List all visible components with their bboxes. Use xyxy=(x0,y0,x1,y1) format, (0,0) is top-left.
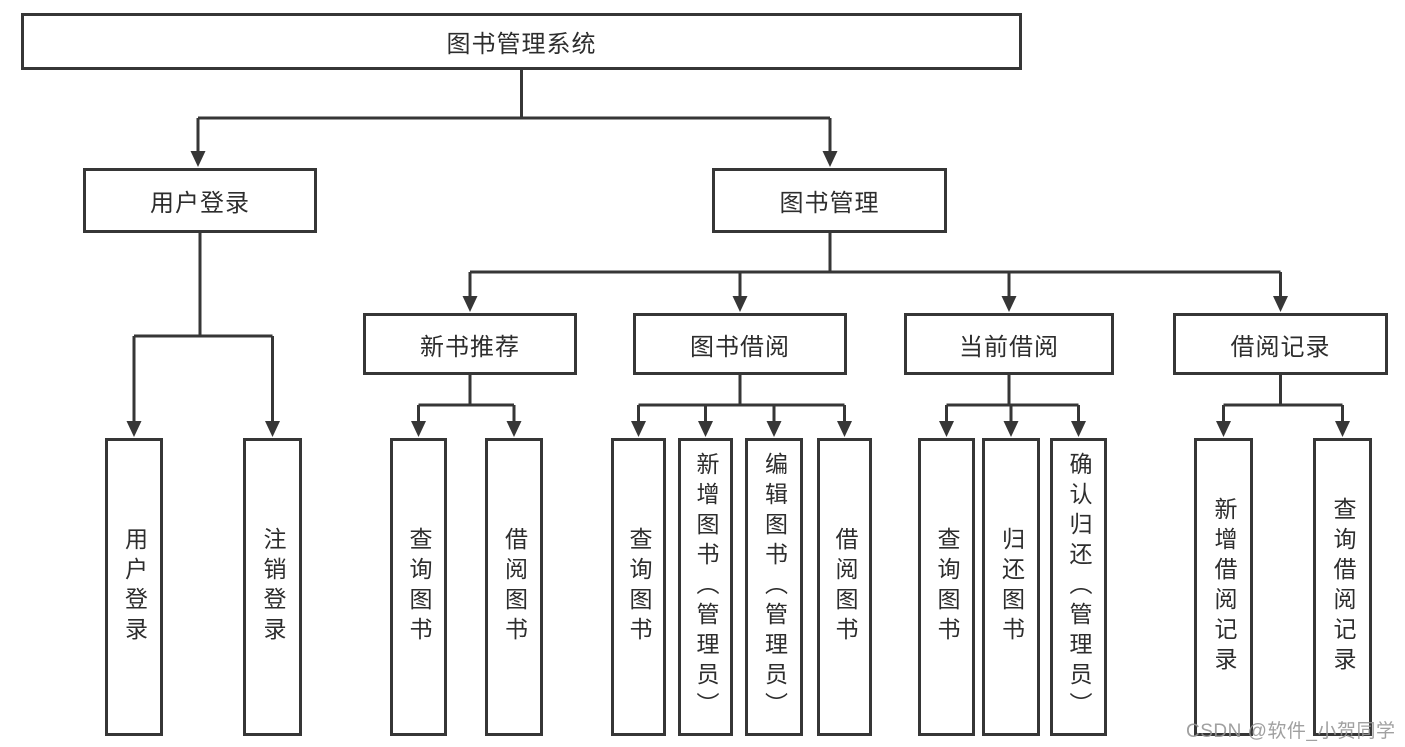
leaf-label: 用户登录 xyxy=(121,527,148,647)
leaf-logout: 注销登录 xyxy=(243,438,302,736)
node-book-borrowing: 图书借阅 xyxy=(633,313,847,375)
node-label: 借阅记录 xyxy=(1230,333,1331,361)
leaf-label: 注销登录 xyxy=(260,527,286,647)
leaf-label: 查询借阅记录 xyxy=(1330,497,1356,677)
leaf-label: 归还图书 xyxy=(998,527,1025,647)
leaf-label: 查询图书 xyxy=(934,527,960,647)
leaf-search-books-current: 查询图书 xyxy=(918,438,975,736)
leaf-search-books-borrowing: 查询图书 xyxy=(611,438,666,736)
leaf-add-books-admin: 新增图书（管理员） xyxy=(678,438,733,736)
leaf-label: 新增借阅记录 xyxy=(1211,497,1237,677)
node-borrowing-records: 借阅记录 xyxy=(1173,313,1388,375)
leaf-label: 新增图书（管理员） xyxy=(693,452,719,722)
leaf-confirm-return-admin: 确认归还（管理员） xyxy=(1050,438,1107,736)
leaf-label: 查询图书 xyxy=(626,527,652,647)
leaf-edit-books-admin: 编辑图书（管理员） xyxy=(745,438,803,736)
node-current-borrowing: 当前借阅 xyxy=(904,313,1114,375)
node-label: 用户登录 xyxy=(150,190,250,217)
node-label: 当前借阅 xyxy=(959,333,1059,361)
root-node-library-system: 图书管理系统 xyxy=(21,13,1022,70)
leaf-user-login: 用户登录 xyxy=(105,438,163,736)
node-label: 图书管理 xyxy=(779,190,880,217)
csdn-watermark: CSDN @软件_小贺同学 xyxy=(1186,721,1396,742)
node-label: 图书借阅 xyxy=(690,333,790,361)
leaf-label: 借阅图书 xyxy=(501,527,528,647)
leaf-label: 编辑图书（管理员） xyxy=(761,452,788,722)
leaf-add-borrow-record: 新增借阅记录 xyxy=(1194,438,1253,736)
root-node-label: 图书管理系统 xyxy=(446,31,597,58)
node-label: 新书推荐 xyxy=(420,333,520,361)
leaf-borrow-books: 借阅图书 xyxy=(817,438,872,736)
node-book-management: 图书管理 xyxy=(712,168,947,233)
leaf-label: 查询图书 xyxy=(406,527,432,647)
node-user-login: 用户登录 xyxy=(83,168,317,233)
leaf-label: 借阅图书 xyxy=(832,527,858,647)
node-new-book-recommendation: 新书推荐 xyxy=(363,313,577,375)
leaf-search-borrow-record: 查询借阅记录 xyxy=(1313,438,1372,736)
leaf-borrow-books-recommend: 借阅图书 xyxy=(485,438,543,736)
leaf-label: 确认归还（管理员） xyxy=(1066,452,1092,722)
leaf-return-books: 归还图书 xyxy=(982,438,1040,736)
leaf-search-books-recommend: 查询图书 xyxy=(390,438,447,736)
